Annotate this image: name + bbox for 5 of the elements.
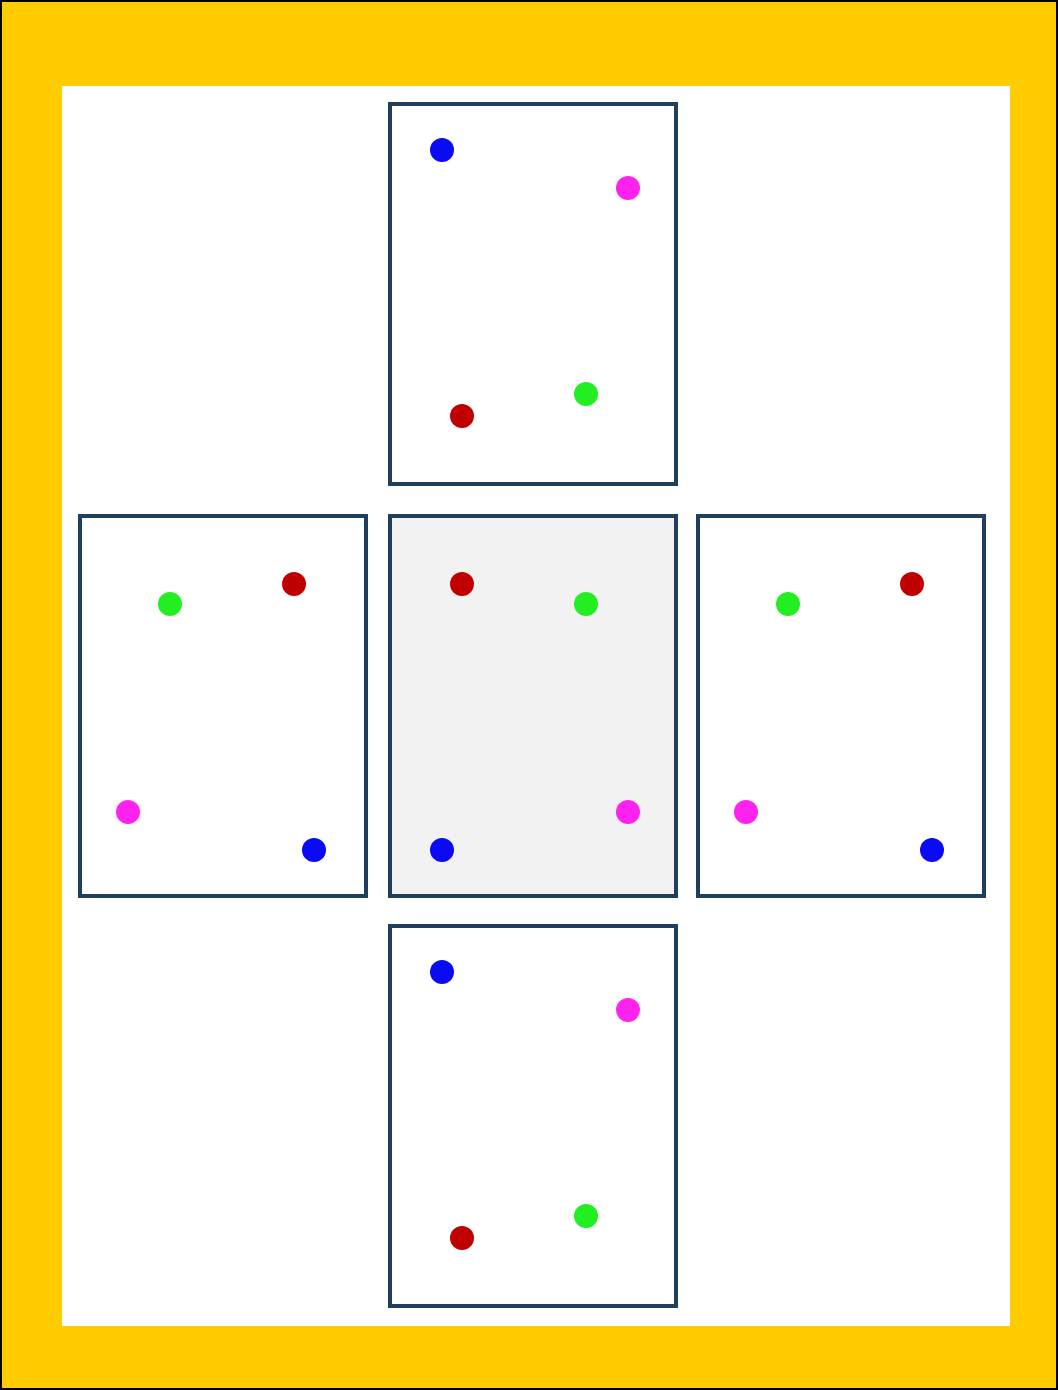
card-box xyxy=(388,102,678,486)
card-box xyxy=(388,924,678,1308)
card-box xyxy=(78,514,368,898)
card-box xyxy=(388,514,678,898)
card-box xyxy=(696,514,986,898)
